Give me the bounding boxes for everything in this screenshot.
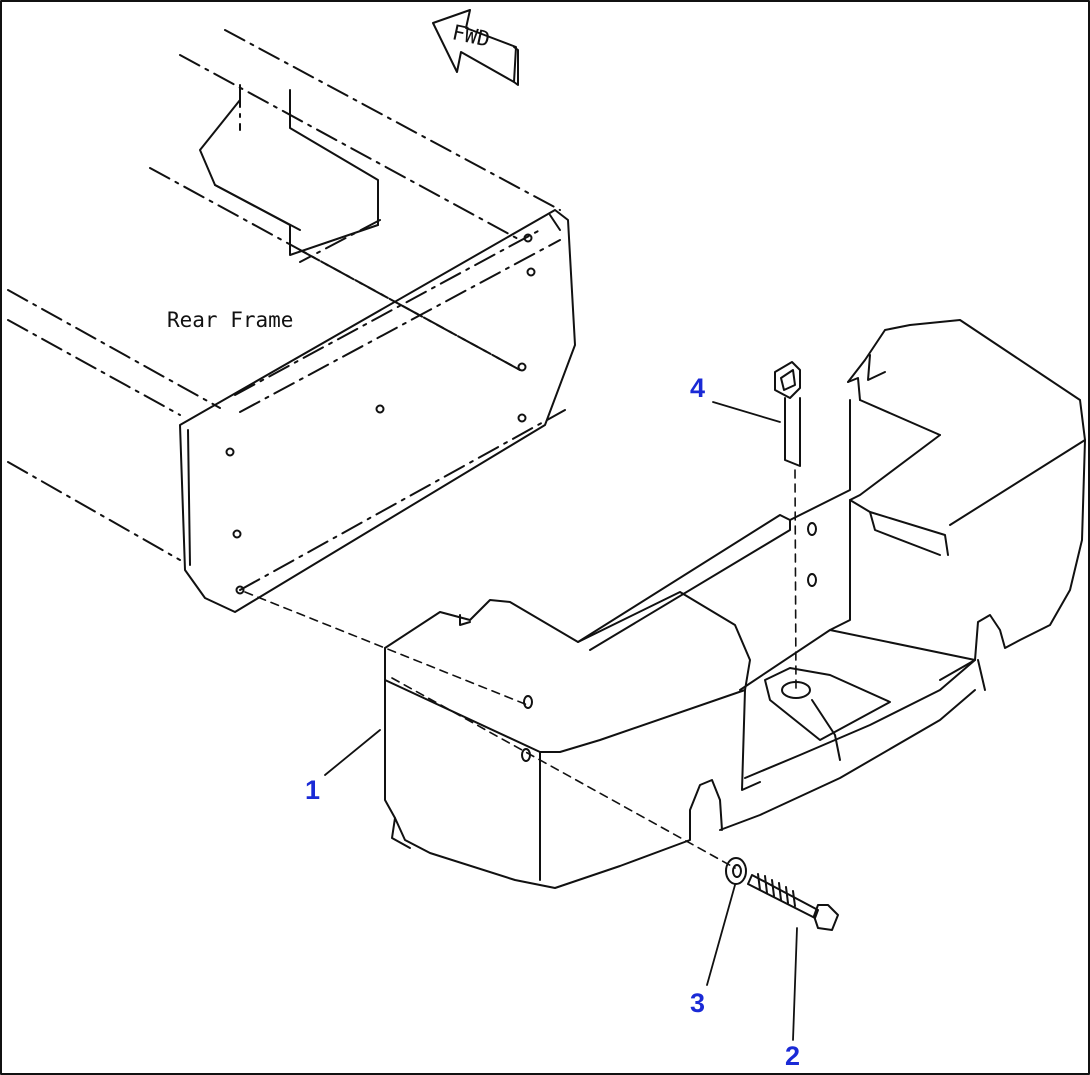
- rear-frame-label: Rear Frame: [167, 308, 294, 332]
- callout-2: 2: [785, 1041, 801, 1071]
- frame-bolt-holes: [225, 233, 536, 595]
- callout-3: 3: [690, 988, 706, 1018]
- counterweight: [384, 319, 1086, 889]
- callout-1: 1: [305, 775, 321, 805]
- alignment-lines: [244, 469, 797, 869]
- leader-lines: [324, 401, 798, 1041]
- callout-4: 4: [690, 373, 706, 403]
- rear-frame: [7, 29, 576, 613]
- washer-part: [725, 857, 747, 885]
- bolt-part: [747, 873, 839, 931]
- pin-part: [774, 361, 801, 467]
- fwd-arrow-icon: [432, 9, 519, 86]
